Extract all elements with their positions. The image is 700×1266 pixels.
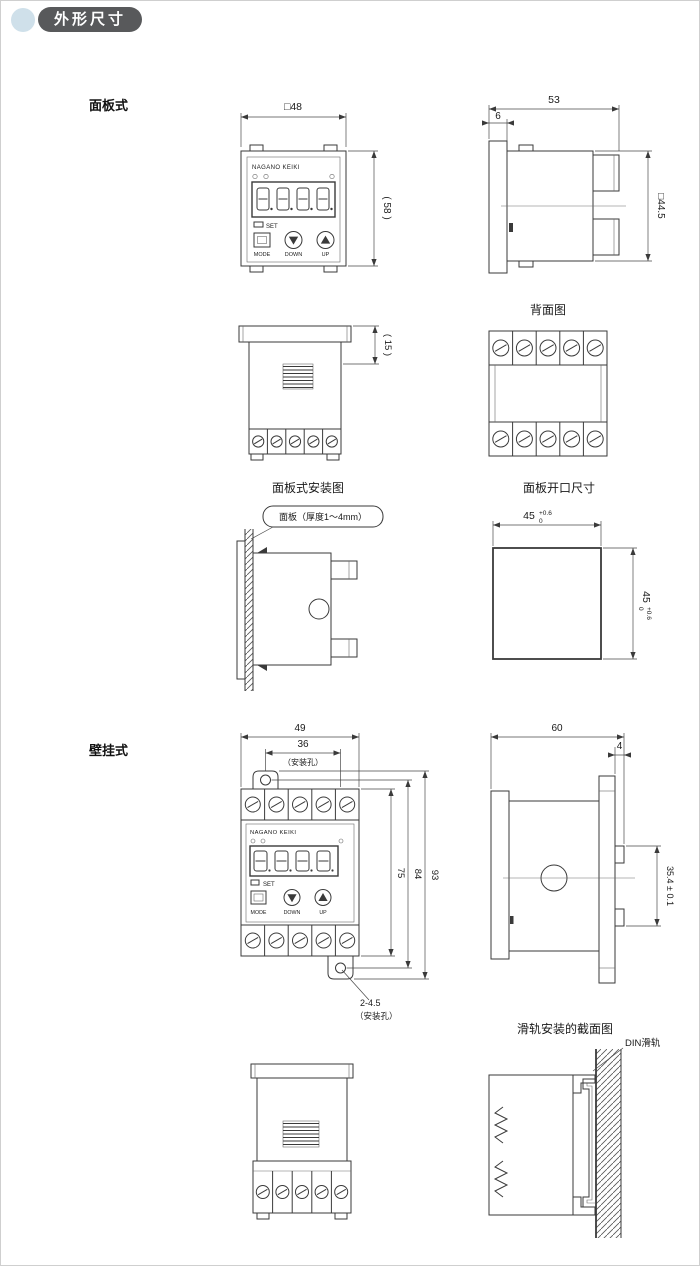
brand-label: NAGANO KEIKI: [252, 165, 300, 171]
device-wall-outline: [240, 770, 360, 980]
cutout-height-tol-plus: +0.6: [645, 607, 652, 620]
section-label-wall-type: 壁挂式: [89, 743, 129, 758]
down-label: DOWN: [285, 252, 302, 258]
dim-front-height-label: ( 58 ): [381, 196, 392, 219]
dim-hole-span: 36 （安装孔）: [265, 739, 341, 787]
up-button: [316, 231, 335, 249]
set-label: SET: [263, 882, 275, 888]
panel-front-view: □48 ( 58 ) NAGANO KEIKI: [240, 101, 392, 273]
dim-hole-span-label: 36: [297, 739, 309, 750]
cutout-height-tol-zero: 0: [637, 607, 644, 611]
wall-surface-hatch: [595, 1049, 622, 1238]
dim-bezel-label: 6: [495, 111, 501, 122]
mode-label: MODE: [251, 910, 267, 916]
dim-front-width: □48: [240, 101, 347, 147]
din-rail-label: DIN滑轨: [625, 1037, 661, 1049]
panel-cutout-view: 面板开口尺寸 45 +0.6 0 45 +0.6 0: [492, 481, 652, 660]
panel-thickness-callout: 面板（厚度1～4mm）: [250, 505, 384, 540]
set-indicator: SET: [253, 221, 278, 230]
dim-height-holes-label: 84: [412, 869, 423, 880]
device-section-outline: [488, 1074, 596, 1216]
cutout-height-label: 45: [640, 591, 652, 603]
device-front-outline: [240, 144, 347, 273]
dim-front-height: ( 58 ): [348, 150, 392, 267]
set-label: SET: [266, 224, 278, 230]
panel-back-view: 背面图: [488, 303, 608, 457]
dim-hole-span-note: （安装孔）: [283, 757, 323, 767]
dim-side-depth-label: 53: [548, 94, 560, 106]
dim-bezel-depth: ( 15 ): [343, 325, 393, 365]
dim-plate-thickness: 4: [608, 741, 631, 774]
cutout-width-tol-zero: 0: [539, 518, 543, 525]
din-rail-profile: [582, 1078, 596, 1208]
cutout-title: 面板开口尺寸: [523, 481, 595, 495]
panel-side-view: 53 6 □44.5: [482, 94, 666, 274]
rail-section-title: 滑轨安装的截面图: [517, 1021, 613, 1036]
wall-side-view: 60 4 35.4 ± 0.1: [490, 723, 675, 984]
dim-cutout-width: 45 +0.6 0: [492, 510, 602, 546]
dim-wall-depth: 60: [490, 723, 625, 844]
panel-thickness-label: 面板（厚度1～4mm）: [279, 511, 367, 522]
dim-plate-label: 4: [617, 741, 623, 752]
dim-front-width-label: □48: [284, 101, 302, 113]
mount-view-title: 面板式安装图: [272, 480, 344, 495]
panel-mount-view: 面板式安装图 面板（厚度1～4mm）: [236, 480, 384, 691]
dim-latch-span-label: 35.4 ± 0.1: [665, 866, 675, 906]
mode-label: MODE: [254, 252, 271, 258]
cutout-width-label: 45: [523, 510, 535, 522]
dim-bezel-depth-label: ( 15 ): [382, 334, 393, 356]
dim-height-total-label: 93: [429, 870, 440, 881]
terminal-row-top: [492, 331, 604, 365]
dim-cutout-height: 45 +0.6 0: [603, 547, 652, 660]
up-label: UP: [319, 910, 327, 916]
device-face: NAGANO KEIKI SET MODE DOWN UP: [245, 823, 355, 923]
device-side-outline: [490, 775, 635, 984]
hole-size-note: （安装孔）: [355, 1011, 398, 1021]
down-label: DOWN: [284, 910, 301, 916]
device-mounted-outline: [236, 540, 358, 680]
dim-wall-width: 49: [240, 723, 360, 787]
digital-display: [251, 181, 336, 218]
dim-bezel-thickness: 6: [482, 111, 514, 141]
dim-side-depth: 53: [488, 94, 620, 151]
terminal-block-outline: [488, 330, 608, 457]
hole-size-label: 2-4.5: [360, 998, 381, 1008]
device-bottom-outline: [238, 325, 352, 461]
dim-height-body-label: 75: [395, 868, 406, 879]
dim-body-square-label: □44.5: [655, 193, 666, 219]
panel-bottom-view: ( 15 ): [238, 325, 393, 461]
dim-height-holes: 84: [271, 779, 423, 969]
indicator-leds: [252, 174, 335, 180]
section-label-panel-type: 面板式: [89, 98, 129, 113]
dim-wall-depth-label: 60: [551, 723, 563, 734]
terminal-row-bottom: [241, 924, 359, 956]
cutout-square: [492, 547, 602, 660]
dim-wall-width-label: 49: [294, 723, 306, 734]
device-side-outline: [488, 140, 626, 274]
terminal-row-top: [241, 789, 359, 821]
dim-height-body: 75: [361, 788, 406, 957]
page-title: 外形尺寸: [38, 7, 143, 32]
terminal-row-bottom: [492, 422, 604, 456]
up-label: UP: [322, 252, 330, 258]
dim-latch-span: 35.4 ± 0.1: [626, 845, 675, 927]
mode-button: [253, 232, 271, 248]
cutout-width-tol-plus: +0.6: [539, 510, 552, 517]
wall-front-view: 49 36 （安装孔）: [240, 723, 440, 1021]
dim-height-total: 93: [279, 770, 440, 980]
brand-label: NAGANO KEIKI: [250, 830, 296, 836]
device-bottom-outline: [250, 1063, 354, 1220]
mounting-panel-hatch: [244, 529, 254, 691]
din-rail-section-view: 滑轨安装的截面图 DIN滑轨: [488, 1021, 661, 1238]
back-view-title: 背面图: [530, 303, 566, 317]
din-rail-callout: DIN滑轨: [592, 1037, 661, 1072]
mounting-hole-callout: 2-4.5 （安装孔）: [341, 969, 398, 1021]
header-bullet-icon: [11, 8, 35, 32]
wall-bottom-view: [250, 1063, 354, 1220]
down-button: [284, 231, 303, 249]
dim-body-square: □44.5: [595, 150, 666, 262]
